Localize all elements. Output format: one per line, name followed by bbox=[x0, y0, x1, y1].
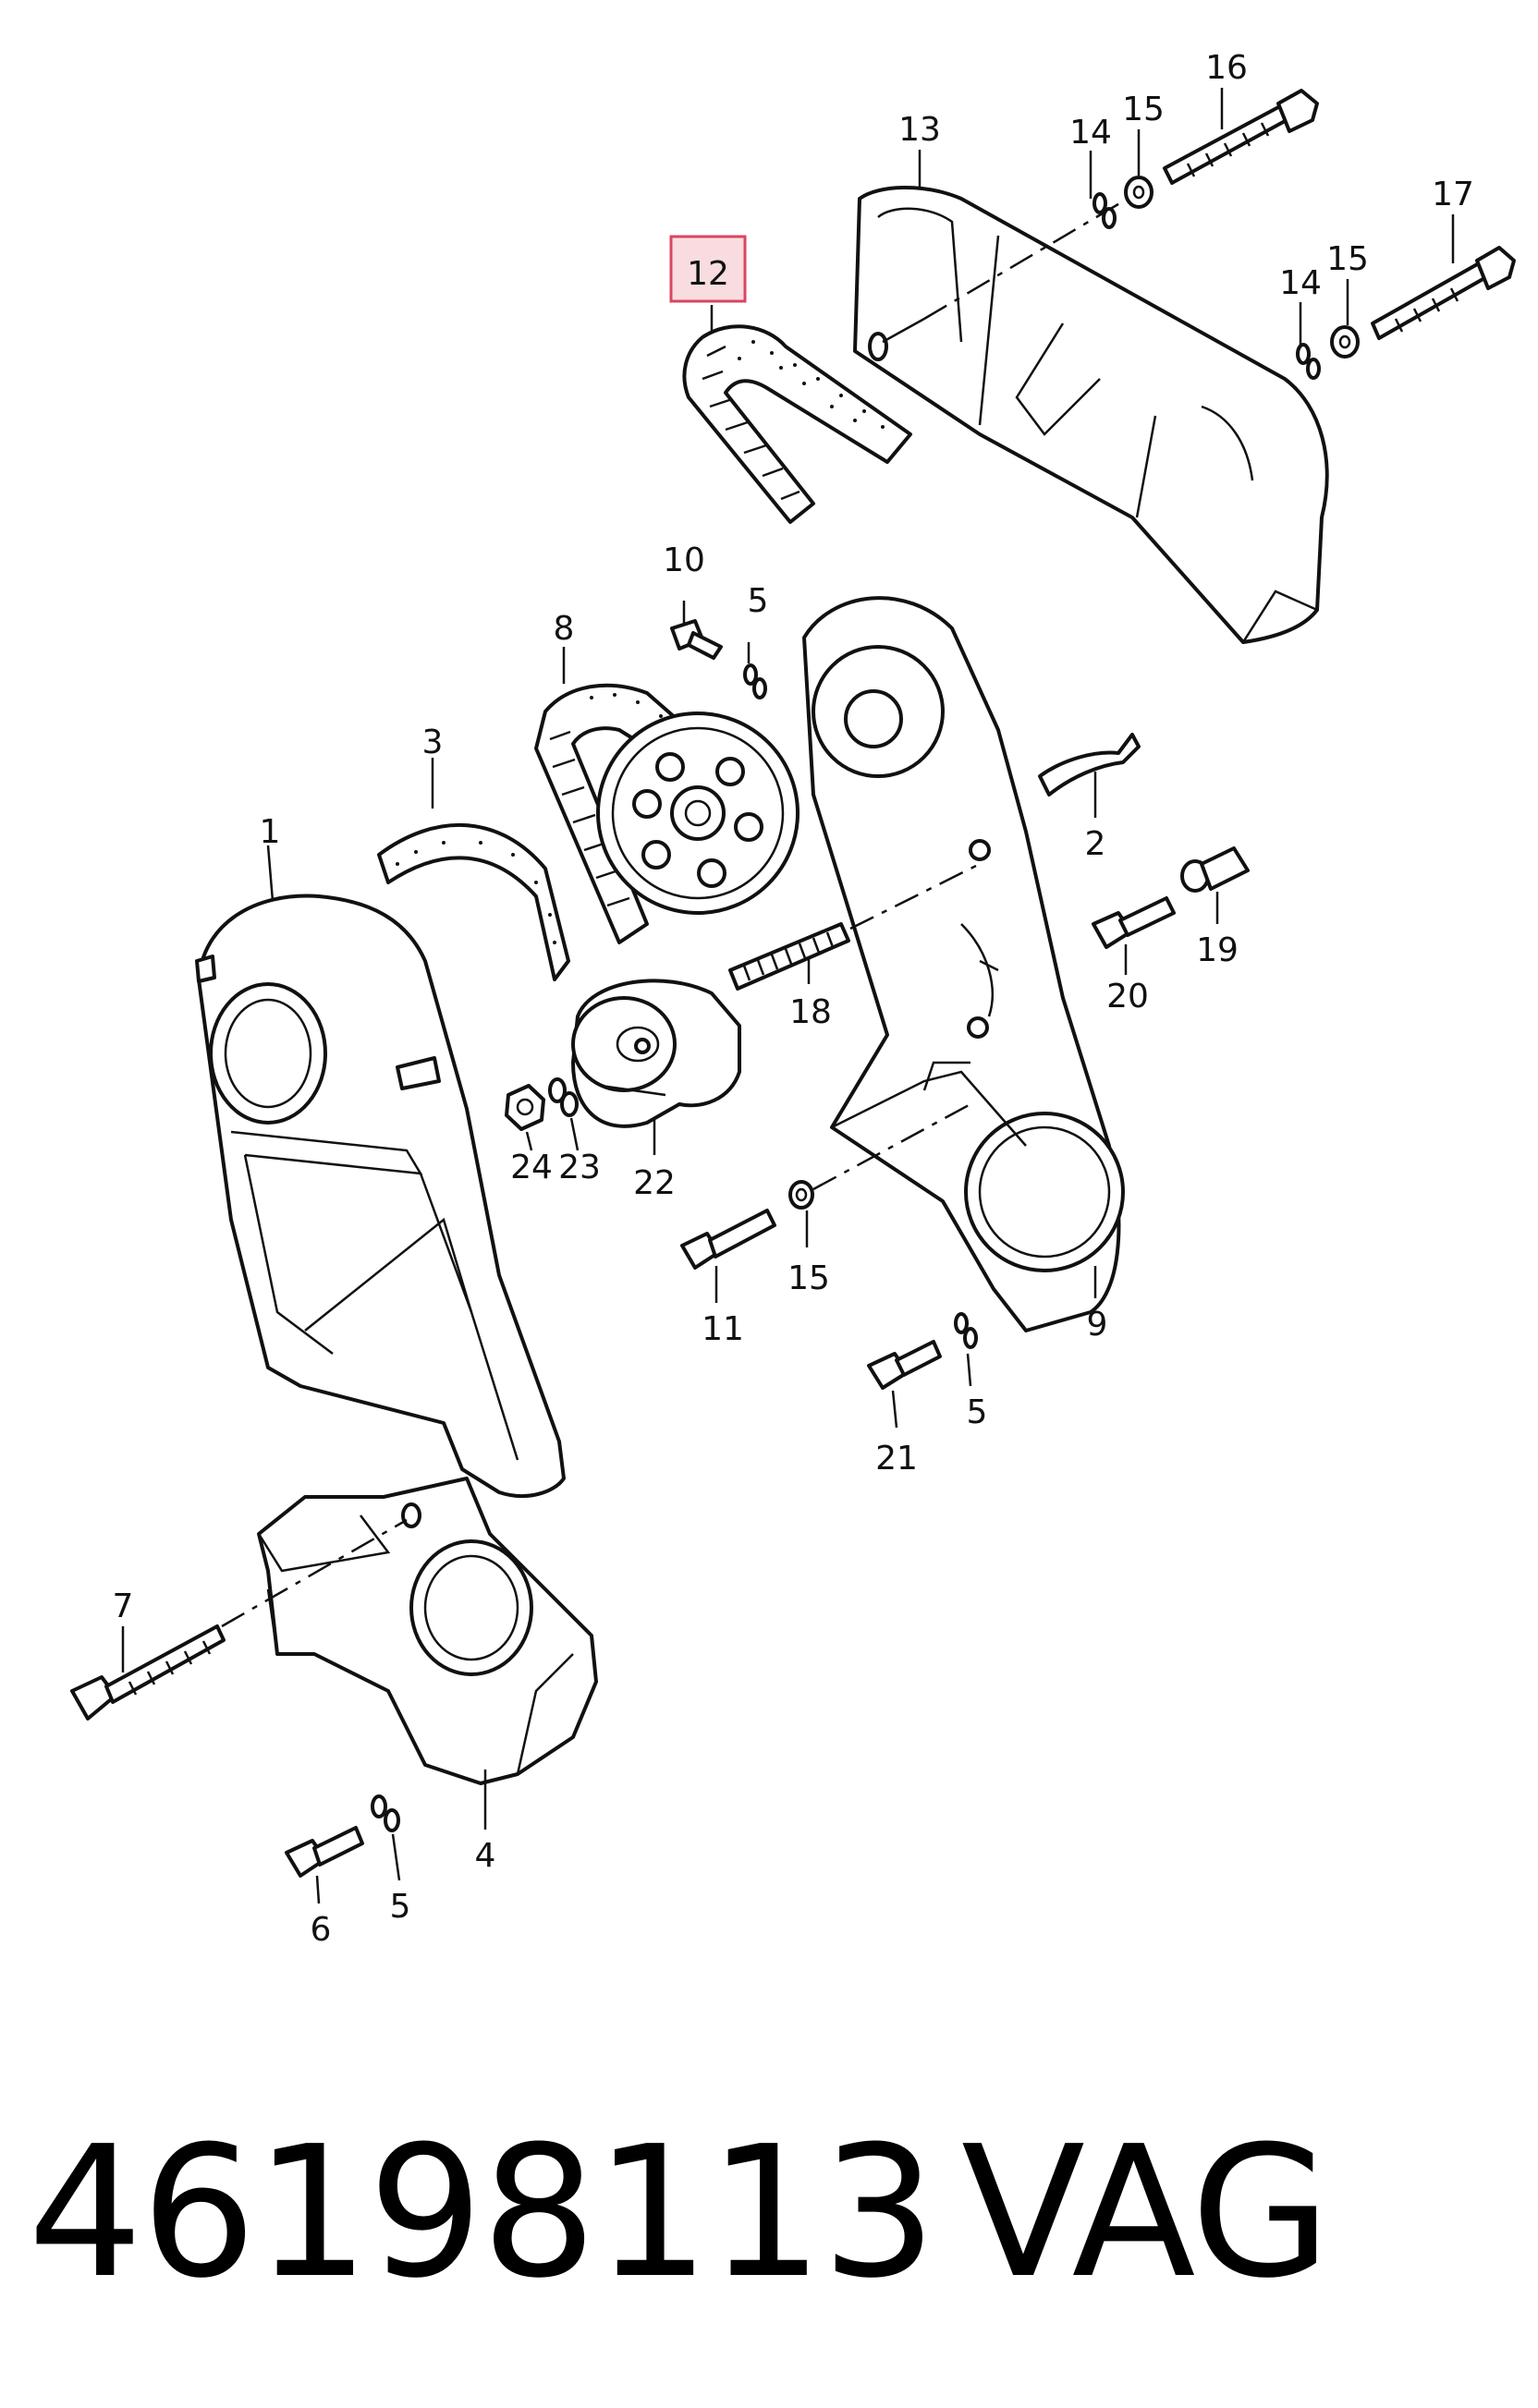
callout-9: 9 bbox=[1087, 1306, 1108, 1344]
callout-5-right: 5 bbox=[967, 1393, 988, 1431]
callout-1: 1 bbox=[260, 813, 281, 851]
callout-14-right: 14 bbox=[1279, 264, 1322, 302]
part-number: 46198113 bbox=[28, 2108, 937, 2318]
highlight-box-part-12 bbox=[669, 235, 747, 303]
callout-19: 19 bbox=[1196, 931, 1239, 969]
callout-18: 18 bbox=[789, 993, 832, 1031]
camshaft-sprocket bbox=[596, 711, 800, 915]
brand-name: VAG bbox=[961, 2108, 1331, 2318]
callout-16: 16 bbox=[1205, 49, 1248, 87]
clip-part-2 bbox=[1038, 733, 1141, 797]
callout-15-right: 15 bbox=[1326, 240, 1369, 278]
sleeve-part-19 bbox=[1180, 846, 1250, 893]
bolt-part-20 bbox=[1092, 896, 1176, 949]
callout-2: 2 bbox=[1085, 825, 1106, 863]
washer-part-14-top bbox=[1092, 192, 1117, 229]
upper-cover-part-13 bbox=[853, 186, 1329, 644]
washer-part-15-right bbox=[1330, 325, 1360, 359]
callout-23: 23 bbox=[558, 1149, 601, 1186]
callout-5-lower: 5 bbox=[390, 1888, 411, 1926]
callout-5-top: 5 bbox=[748, 582, 769, 620]
callout-11: 11 bbox=[702, 1310, 744, 1348]
callout-3: 3 bbox=[422, 724, 444, 761]
bolt-part-7 bbox=[70, 1624, 226, 1721]
bolt-part-10 bbox=[670, 619, 723, 660]
callout-10: 10 bbox=[663, 541, 705, 579]
callout-labels: 1 2 3 4 5 5 5 6 7 8 9 10 11 12 13 14 14 … bbox=[113, 49, 1474, 1949]
callout-21: 21 bbox=[875, 1440, 918, 1478]
washer-part-15-top bbox=[1124, 176, 1154, 209]
washer-part-23 bbox=[548, 1077, 579, 1117]
leader-lines bbox=[121, 88, 1455, 1904]
rear-plate-part-9 bbox=[802, 596, 1125, 1332]
callout-15-top: 15 bbox=[1122, 91, 1165, 128]
callout-20: 20 bbox=[1106, 978, 1149, 1015]
callout-14-top: 14 bbox=[1069, 114, 1112, 152]
front-cover-part-1 bbox=[195, 894, 566, 1499]
tensioner-pulley-part-22 bbox=[571, 979, 741, 1128]
callout-13: 13 bbox=[898, 111, 941, 149]
nut-part-24 bbox=[505, 1084, 545, 1131]
lower-cover-part-4 bbox=[221, 1477, 598, 1785]
stud-part-18 bbox=[728, 862, 981, 991]
cover-strip-part-3 bbox=[377, 822, 570, 981]
callout-22: 22 bbox=[633, 1164, 676, 1202]
callout-15-lower: 15 bbox=[787, 1259, 830, 1297]
washer-part-14-right bbox=[1296, 343, 1321, 380]
washer-part-5-top bbox=[743, 663, 767, 699]
washer-part-5-lower bbox=[371, 1794, 400, 1832]
callout-7: 7 bbox=[113, 1587, 134, 1625]
bolt-part-11 bbox=[680, 1102, 971, 1270]
callout-6: 6 bbox=[311, 1911, 332, 1949]
callout-24: 24 bbox=[510, 1149, 553, 1186]
bolt-part-16 bbox=[1163, 89, 1319, 185]
bolt-part-21 bbox=[867, 1312, 978, 1390]
callout-8: 8 bbox=[554, 610, 575, 648]
bolt-part-6 bbox=[285, 1826, 364, 1878]
callout-17: 17 bbox=[1432, 176, 1474, 213]
callout-4: 4 bbox=[475, 1837, 496, 1875]
callout-12: 12 bbox=[687, 255, 729, 293]
footer-caption: 46198113 VAG bbox=[28, 2107, 1507, 2319]
toothed-belt-part-12 bbox=[682, 324, 912, 524]
bolt-part-17 bbox=[1371, 246, 1516, 340]
